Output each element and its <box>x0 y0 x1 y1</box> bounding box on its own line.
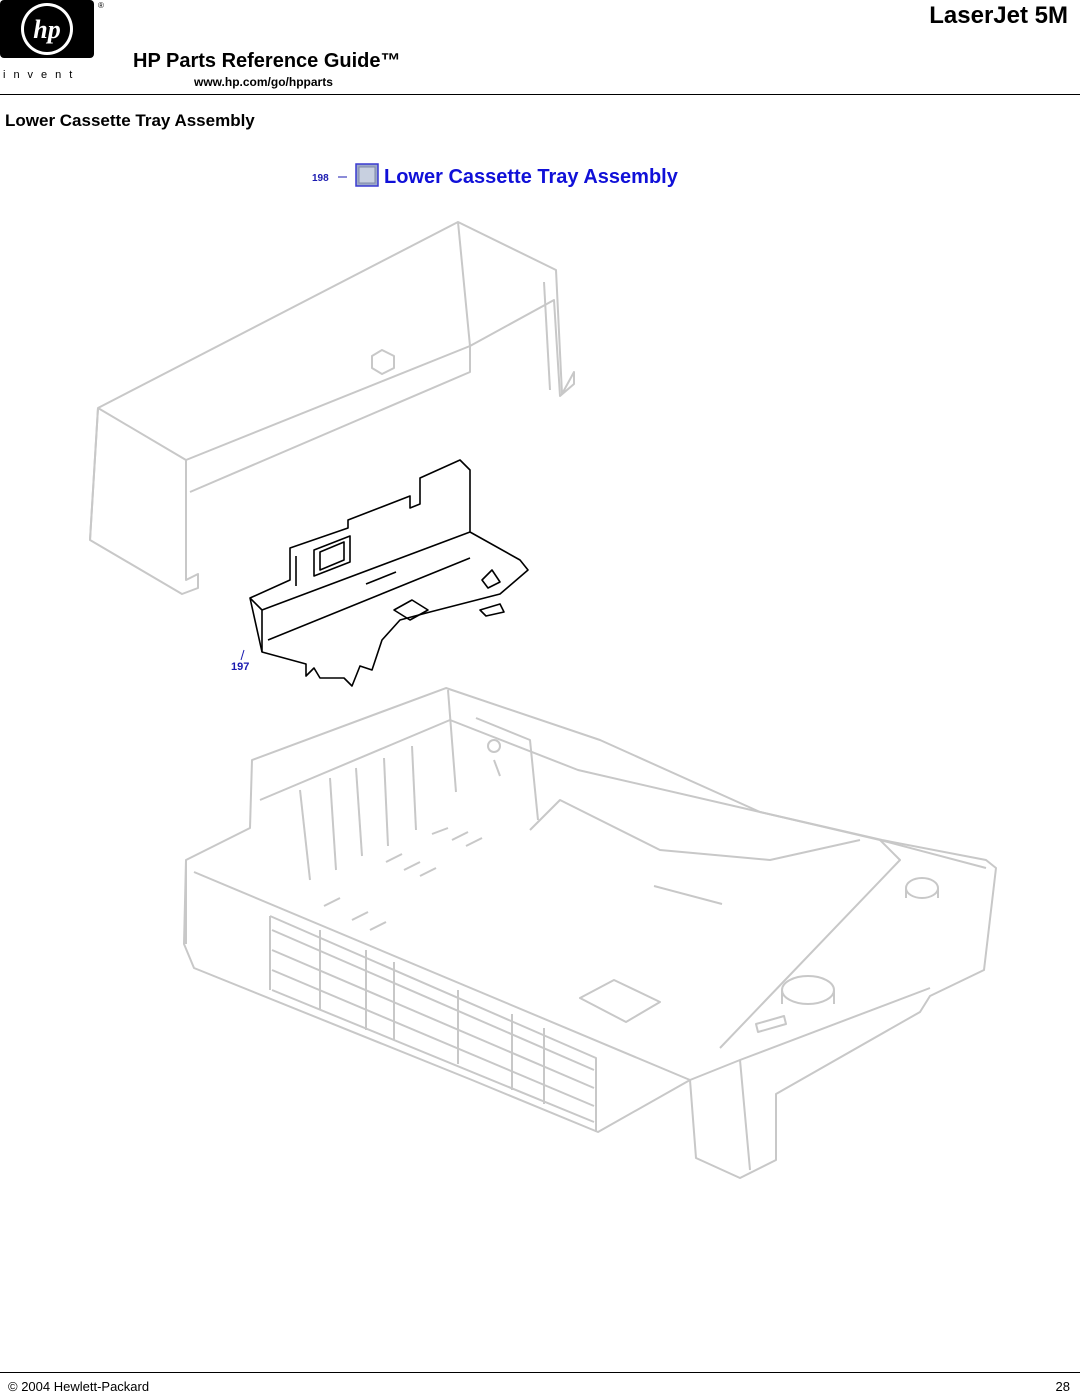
copyright: © 2004 Hewlett-Packard <box>8 1379 150 1394</box>
banner-label: Lower Cassette Tray Assembly <box>384 166 679 188</box>
callout-197: 197 <box>231 649 249 673</box>
section-title: Lower Cassette Tray Assembly <box>5 111 255 130</box>
logo-tagline: invent <box>3 69 80 81</box>
svg-text:®: ® <box>98 1 104 10</box>
callout-197-label: 197 <box>231 661 249 673</box>
cassette-tray <box>183 687 997 1179</box>
hp-logo: hp ® invent <box>0 0 110 84</box>
tray-cover <box>89 221 575 595</box>
footer-divider <box>0 1372 1080 1373</box>
header-divider <box>0 94 1080 95</box>
page-number: 28 <box>1055 1379 1070 1394</box>
callout-198-label: 198 <box>312 173 329 184</box>
guide-url: www.hp.com/go/hpparts <box>194 75 333 89</box>
product-name: LaserJet 5M <box>929 2 1068 29</box>
svg-text:hp: hp <box>33 15 60 44</box>
part-197-plate <box>249 459 529 687</box>
callout-198: 198 <box>312 173 347 184</box>
banner: Lower Cassette Tray Assembly <box>355 163 679 188</box>
guide-title: HP Parts Reference Guide™ <box>133 50 401 72</box>
parts-diagram: 198 Lower Cassette Tray Assembly 197 <box>89 163 997 1179</box>
